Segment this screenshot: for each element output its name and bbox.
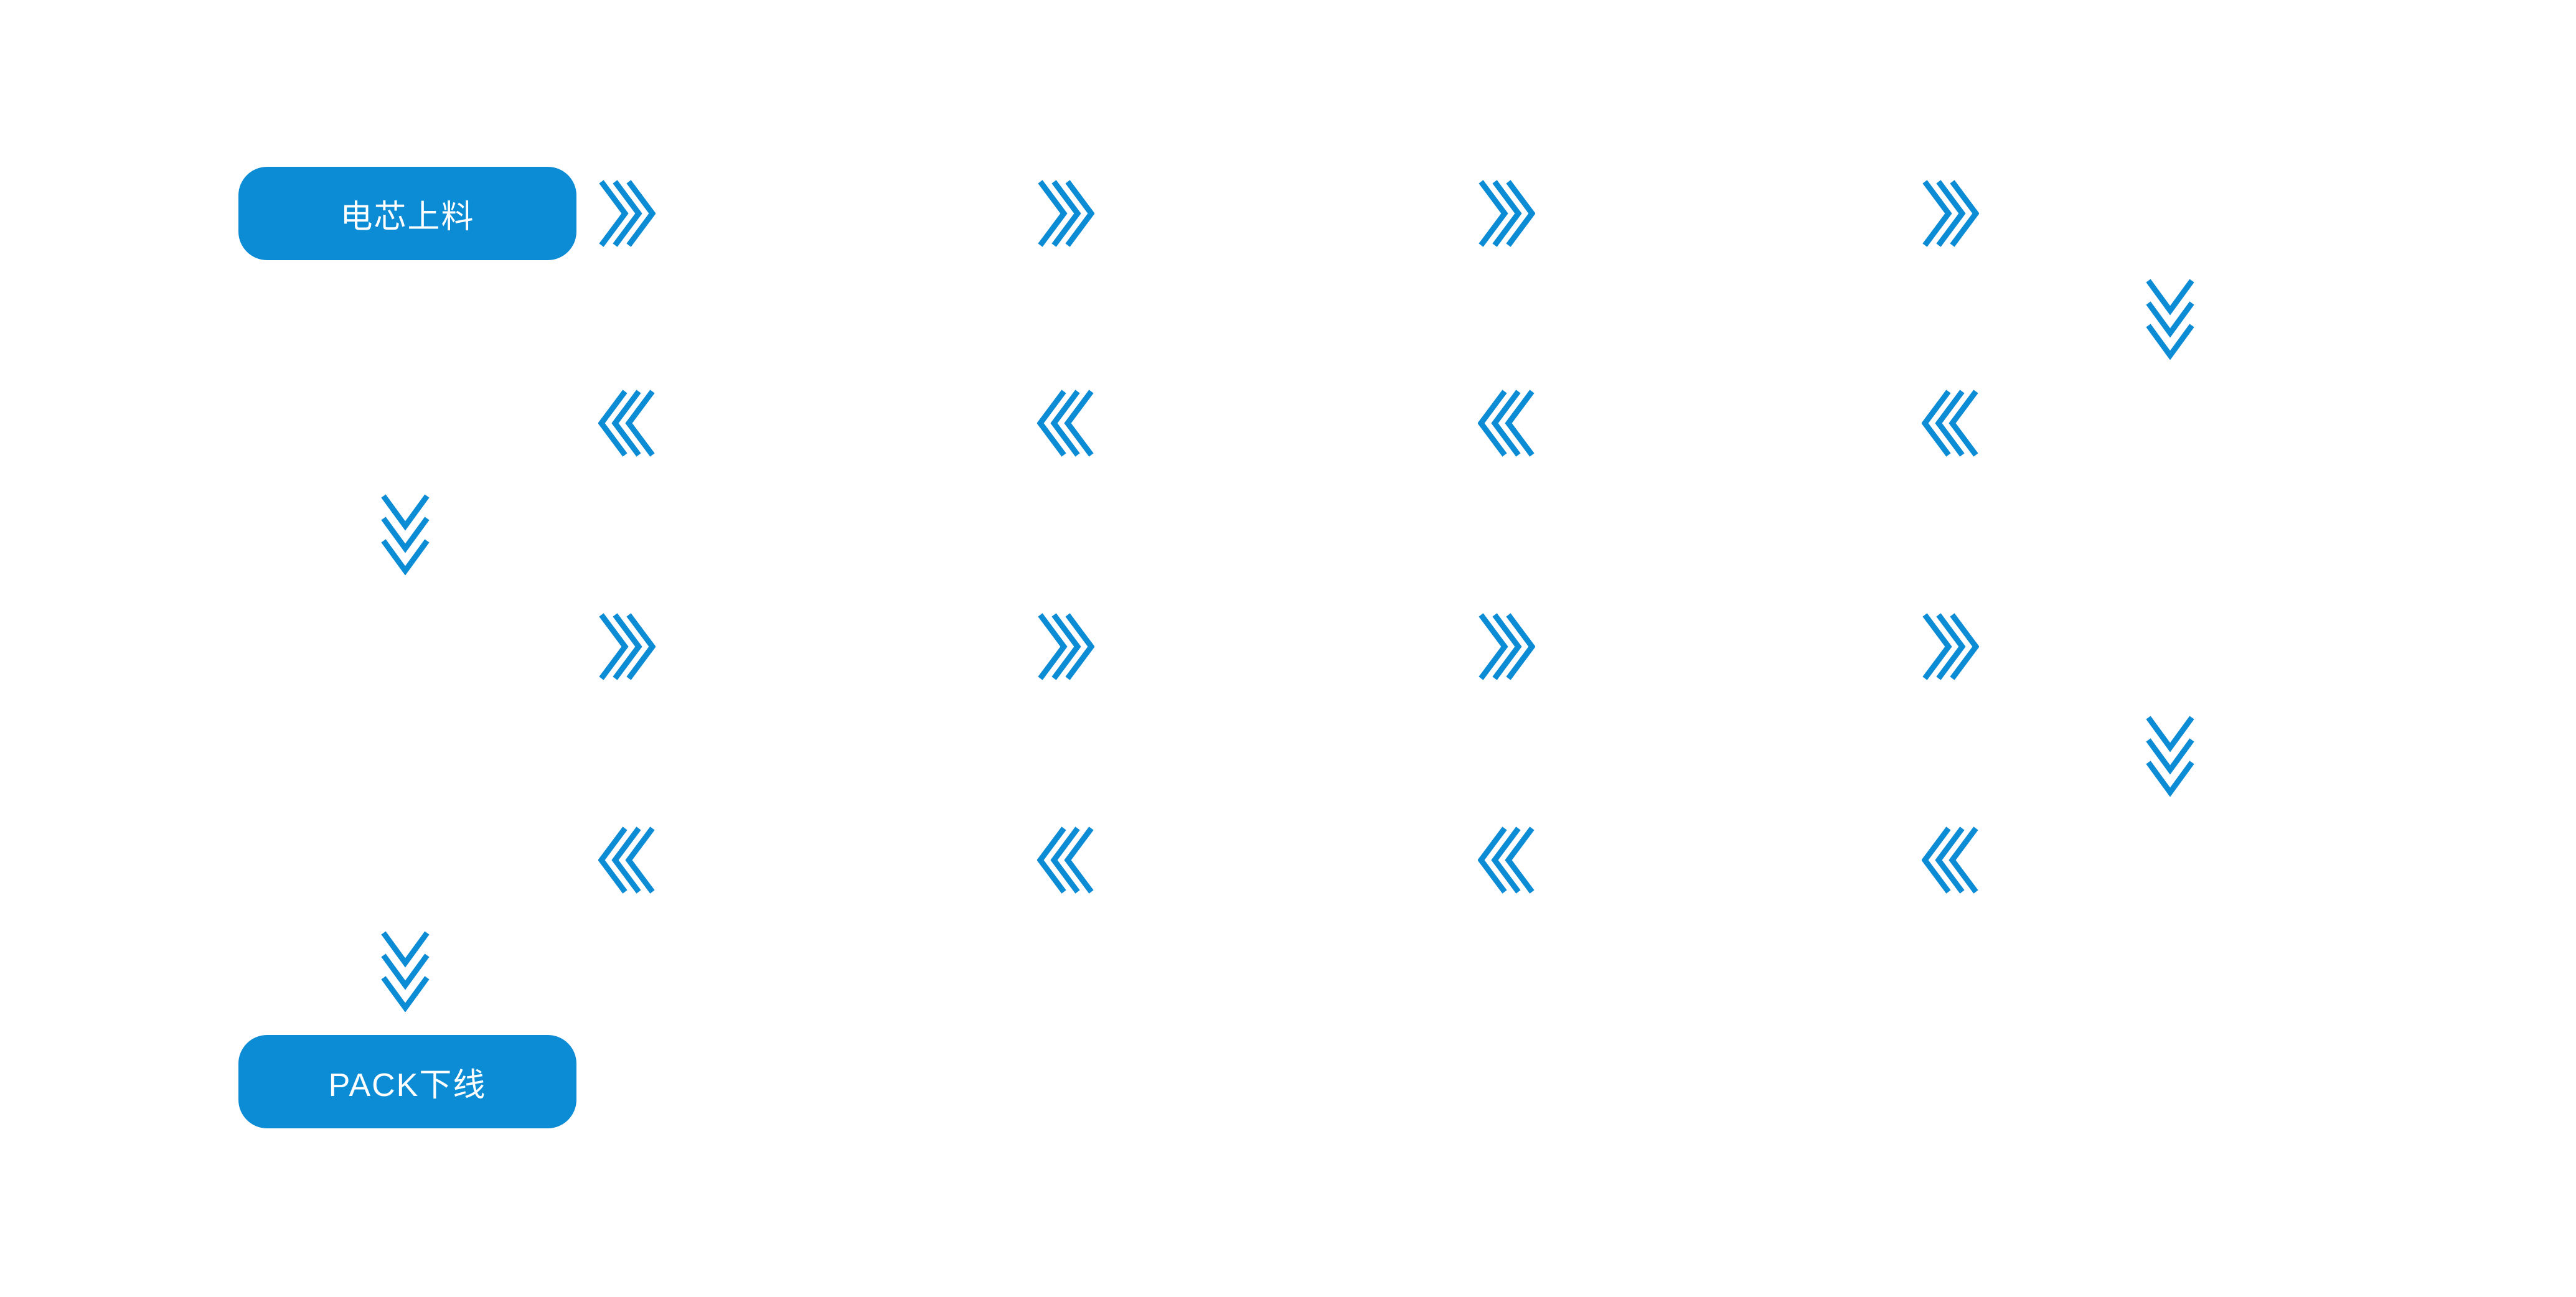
chevron-down-triple-icon <box>2145 714 2195 797</box>
chevron-right-triple-icon <box>598 612 656 681</box>
chevron-left-triple-icon <box>1037 825 1094 895</box>
chevron-left-triple-icon <box>598 825 656 895</box>
chevron-right-triple-icon <box>1478 179 1535 248</box>
node-cell-loading-label: 电芯上料 <box>340 199 475 235</box>
chevron-left-triple-icon <box>1478 825 1535 895</box>
chevron-left-triple-icon <box>1478 388 1535 458</box>
chevron-down-triple-icon <box>2145 278 2195 360</box>
chevron-down-triple-icon <box>380 493 430 575</box>
node-pack-offline[interactable]: PACK下线 <box>238 1035 576 1128</box>
chevron-right-triple-icon <box>598 179 656 248</box>
chevron-right-triple-icon <box>1037 179 1094 248</box>
chevron-left-triple-icon <box>1037 388 1094 458</box>
chevron-right-triple-icon <box>1478 612 1535 681</box>
chevron-left-triple-icon <box>598 388 656 458</box>
node-cell-loading[interactable]: 电芯上料 <box>238 167 576 260</box>
chevron-right-triple-icon <box>1922 179 1979 248</box>
chevron-down-triple-icon <box>380 930 430 1012</box>
chevron-right-triple-icon <box>1037 612 1094 681</box>
chevron-right-triple-icon <box>1922 612 1979 681</box>
chevron-left-triple-icon <box>1922 825 1979 895</box>
chevron-left-triple-icon <box>1922 388 1979 458</box>
node-pack-offline-label: PACK下线 <box>328 1067 487 1103</box>
